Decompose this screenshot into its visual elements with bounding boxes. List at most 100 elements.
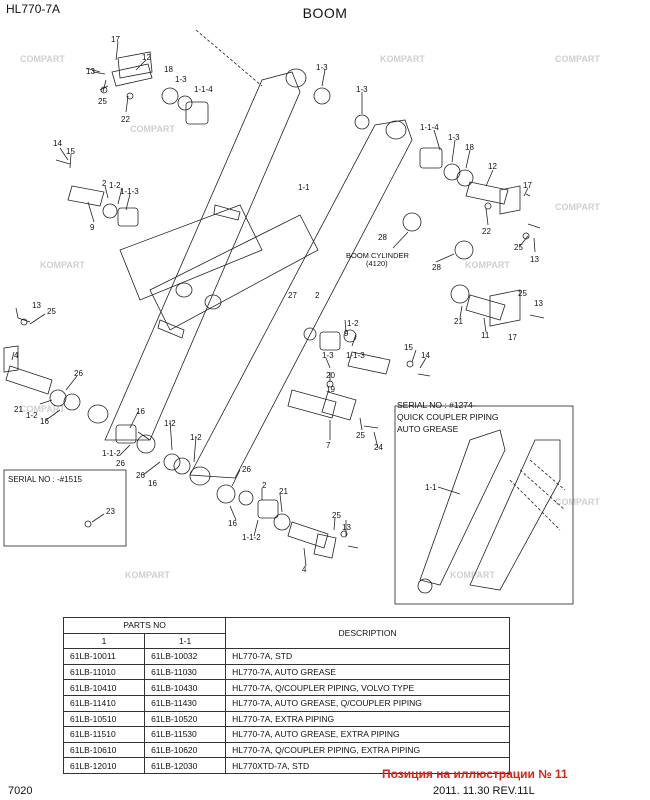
seal-ring <box>161 87 179 105</box>
callout-label: 13 <box>534 299 543 308</box>
description-cell: HL770XTD-7A, STD <box>225 757 510 774</box>
watermark-text: COMPART <box>555 54 600 64</box>
pin <box>465 294 506 321</box>
callout-label: 17 <box>508 333 517 342</box>
description-cell: HL770-7A, Q/COUPLER PIPING, EXTRA PIPING <box>225 741 510 759</box>
callout-label: 1-3 <box>356 85 368 94</box>
callout-label: 25 <box>332 511 341 520</box>
callout-label: 2 <box>262 481 267 490</box>
col2-header: 1-1 <box>144 632 227 650</box>
inset-boom-arm <box>419 429 506 586</box>
grease-fitting <box>484 202 492 210</box>
part-number-cell: 61LB-12010 <box>62 757 146 774</box>
callout-label: 25 <box>514 243 523 252</box>
inset-boom-arm <box>469 439 561 591</box>
description-cell: HL770-7A, AUTO GREASE, EXTRA PIPING <box>225 726 510 743</box>
seal-ring <box>273 513 291 531</box>
callout-label: 14 <box>421 351 430 360</box>
callout-label: 27 <box>288 291 297 300</box>
description-cell: HL770-7A, AUTO GREASE, Q/COUPLER PIPING <box>225 694 510 712</box>
part-number-cell: 61LB-10430 <box>144 679 227 696</box>
watermark-text: COMPART <box>20 54 65 64</box>
pivot-boss <box>175 282 193 298</box>
shim-plate <box>454 240 474 260</box>
serial-b-line2: QUICK COUPLER PIPING <box>397 412 499 422</box>
callout-label: 21 <box>279 487 288 496</box>
part-number-cell: 61LB-11010 <box>62 663 146 681</box>
description-cell: HL770-7A, AUTO GREASE <box>225 663 510 681</box>
callout-label: 1-1 <box>425 483 437 492</box>
callout-label: 1-1-2 <box>242 533 261 542</box>
callout-label: 12 <box>488 162 497 171</box>
callout-label: 16 <box>136 407 145 416</box>
callout-label: 13 <box>32 301 41 310</box>
watermark-text: COMPART <box>555 202 600 212</box>
callout-label: 1-2 <box>347 319 359 328</box>
seal-ring <box>173 457 191 475</box>
washer <box>20 318 28 326</box>
grease-fitting <box>326 380 334 388</box>
watermark-text: KOMPART <box>125 570 170 580</box>
callout-label: 26 <box>136 471 145 480</box>
part-number-cell: 61LB-11410 <box>62 694 146 712</box>
pin-plate <box>499 185 521 215</box>
bracket-plate <box>157 319 185 339</box>
callout-label: 16 <box>228 519 237 528</box>
watermark-text: COMPART <box>130 124 175 134</box>
callout-label: 28 <box>432 263 441 272</box>
callout-label: 26 <box>74 369 83 378</box>
boom-cylinder-label: BOOM CYLINDER <box>346 251 410 260</box>
watermark-text: KOMPART <box>465 260 510 270</box>
callout-label: 9 <box>90 223 95 232</box>
description-cell: HL770-7A, STD <box>225 648 510 665</box>
bushing <box>419 147 443 169</box>
callout-label: 4 <box>302 565 307 574</box>
pivot-boss <box>189 466 211 486</box>
boom-cross-tube <box>149 214 319 331</box>
callout-label: 2 <box>102 179 107 188</box>
seal-ring <box>354 114 370 130</box>
callout-label: 1-1-4 <box>420 123 439 132</box>
callout-label: 1-3 <box>175 75 187 84</box>
callout-label: 1-1-4 <box>194 85 213 94</box>
pin <box>287 521 329 549</box>
seal-ring <box>102 203 118 219</box>
callout-label: 2 <box>315 291 320 300</box>
pivot-boss <box>87 404 109 424</box>
watermark-text: KOMPART <box>450 570 495 580</box>
pivot-boss <box>417 578 433 594</box>
callout-label: 25 <box>47 307 56 316</box>
seal-ring <box>443 163 461 181</box>
callout-label: 22 <box>121 115 130 124</box>
callout-label: 1-1-2 <box>102 449 121 458</box>
part-number-cell: 61LB-10410 <box>62 679 146 696</box>
callout-label: 1-3 <box>322 351 334 360</box>
callout-label: 11 <box>481 331 490 340</box>
description-header: DESCRIPTION <box>225 616 510 650</box>
pivot-boss <box>385 120 407 140</box>
callout-label: 16 <box>40 417 49 426</box>
callout-label: 26 <box>116 459 125 468</box>
callout-label: 13 <box>530 255 539 264</box>
bushing <box>117 207 139 227</box>
watermark: COMPART KOMPART COMPART COMPART COMPART … <box>20 54 600 580</box>
callout-label: 26 <box>242 465 251 474</box>
callout-label: 1-3 <box>316 63 328 72</box>
callout-label: 12 <box>142 53 151 62</box>
callout-label: 24 <box>374 443 383 452</box>
callout-label: 1-2 <box>26 411 38 420</box>
pin <box>5 365 53 395</box>
callout-label: 4 <box>14 351 19 360</box>
pivot-boss <box>285 68 307 88</box>
bushing <box>257 499 279 519</box>
seal-ring <box>456 169 474 187</box>
page-number: 7020 <box>8 785 33 797</box>
callout-label: 25 <box>356 431 365 440</box>
watermark-text: COMPART <box>20 404 65 414</box>
pin <box>67 185 105 207</box>
